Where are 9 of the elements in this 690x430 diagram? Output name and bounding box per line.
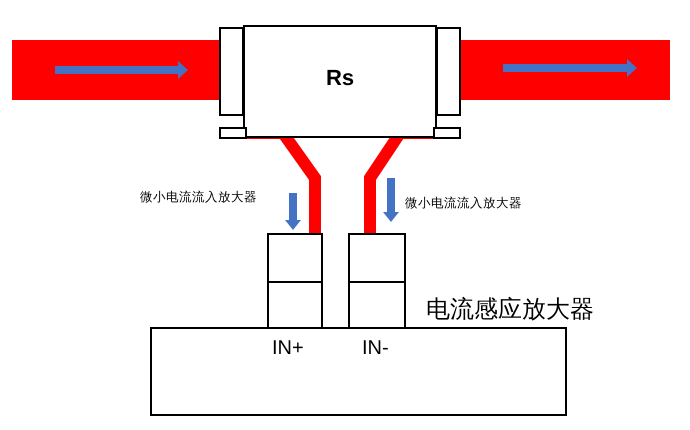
amplifier-title: 电流感应放大器 xyxy=(426,295,594,325)
pin-box xyxy=(267,233,323,329)
pin-label: IN+ xyxy=(272,337,304,360)
current-note: 微小电流流入放大器 xyxy=(405,195,522,212)
resistor-box xyxy=(243,25,437,138)
current-note: 微小电流流入放大器 xyxy=(140,189,257,206)
resistor-label: Rs xyxy=(324,65,356,91)
pin-box xyxy=(348,233,406,329)
pin-label: IN- xyxy=(362,337,389,360)
